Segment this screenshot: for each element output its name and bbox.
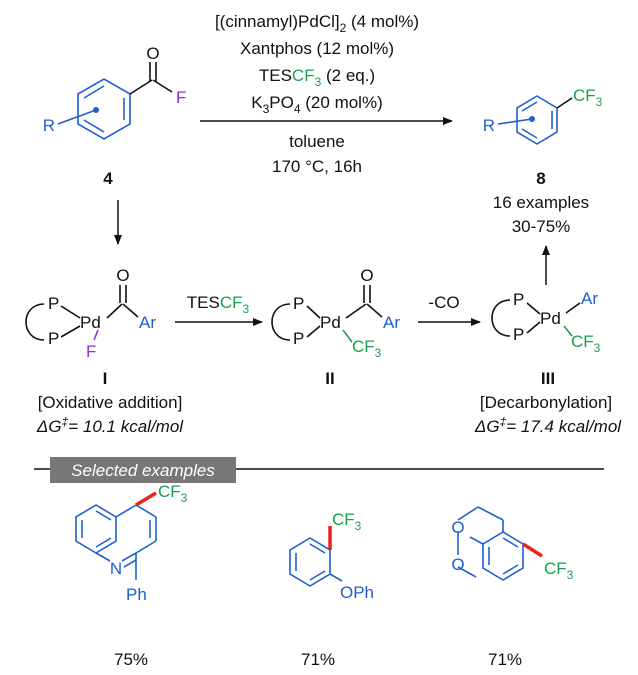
product-8-structure: R CF3	[483, 86, 603, 145]
I-o-label: O	[116, 266, 129, 285]
example-3-o-top: O	[451, 518, 464, 537]
intermediate-I-barrier: ΔG‡= 10.1 kcal/mol	[36, 415, 184, 436]
III-ar-label: Ar	[581, 289, 598, 308]
banner-box	[50, 457, 236, 483]
arrow-I-II-reagent: TESCF3	[187, 293, 250, 316]
example-1-structure: N Ph CF3	[75, 482, 188, 604]
substrate-r-label: R	[43, 116, 55, 135]
substrate-f-label: F	[176, 88, 186, 107]
I-p-top: P	[48, 294, 59, 313]
substrate-4-structure: R O F	[43, 44, 186, 140]
II-p-top: P	[293, 294, 304, 313]
II-ar-label: Ar	[383, 313, 400, 332]
intermediate-I-structure: P P Pd O Ar F	[25, 266, 156, 361]
example-3-o-bottom: O	[451, 555, 464, 574]
product-examples-count: 16 examples	[493, 193, 589, 212]
example-2-cf3-label: CF3	[332, 510, 362, 533]
solvent-text: toluene	[289, 132, 345, 151]
II-p-bottom: P	[293, 329, 304, 348]
product-r-label: R	[483, 116, 495, 135]
intermediate-I-step: [Oxidative addition]	[38, 393, 183, 412]
base-text: K3PO4 (20 mol%)	[251, 93, 382, 116]
catalyst-text: [(cinnamyl)PdCl]2 (4 mol%)	[215, 12, 419, 35]
example-2-structure: CF3 OPh	[289, 510, 374, 602]
I-pd-label: Pd	[80, 313, 101, 332]
banner-title: Selected examples	[71, 461, 215, 480]
ligand-text: Xantphos (12 mol%)	[240, 39, 394, 58]
example-3-yield: 71%	[488, 650, 522, 669]
arrow-II-III-label: -CO	[428, 293, 459, 312]
III-p-top: P	[513, 290, 524, 309]
product-cf3-label: CF3	[573, 86, 603, 109]
II-o-label: O	[360, 266, 373, 285]
example-1-ph-label: Ph	[126, 585, 147, 604]
product-number: 8	[536, 169, 545, 188]
III-cf3-label: CF3	[571, 332, 601, 355]
II-pd-label: Pd	[320, 313, 341, 332]
intermediate-III-structure: P P Pd Ar CF3	[491, 289, 601, 355]
example-1-n-label: N	[110, 559, 122, 578]
intermediate-II-structure: P P Pd O Ar CF3	[271, 266, 400, 360]
I-ar-label: Ar	[139, 313, 156, 332]
intermediate-III-step: [Decarbonylation]	[480, 393, 612, 412]
example-3-cf3-label: CF3	[544, 559, 574, 582]
intermediate-III-barrier: ΔG‡= 17.4 kcal/mol	[474, 415, 622, 436]
example-2-oph-label: OPh	[340, 583, 374, 602]
example-3-structure: O O CF3	[451, 506, 574, 582]
temperature-time-text: 170 °C, 16h	[272, 157, 362, 176]
reaction-conditions: [(cinnamyl)PdCl]2 (4 mol%) Xantphos (12 …	[215, 12, 419, 176]
intermediate-III-number: III	[541, 369, 555, 388]
example-2-yield: 71%	[301, 650, 335, 669]
I-p-bottom: P	[48, 329, 59, 348]
substrate-o-label: O	[146, 44, 159, 63]
III-p-bottom: P	[513, 325, 524, 344]
example-1-yield: 75%	[114, 650, 148, 669]
III-pd-label: Pd	[540, 309, 561, 328]
intermediate-I-number: I	[103, 369, 108, 388]
substrate-number: 4	[103, 169, 113, 188]
II-cf3-label: CF3	[352, 337, 382, 360]
example-1-cf3-label: CF3	[158, 482, 188, 505]
intermediate-II-number: II	[325, 369, 334, 388]
I-f-label: F	[86, 342, 96, 361]
product-yield-range: 30-75%	[512, 217, 571, 236]
reagent-text: TESCF3 (2 eq.)	[259, 66, 375, 89]
